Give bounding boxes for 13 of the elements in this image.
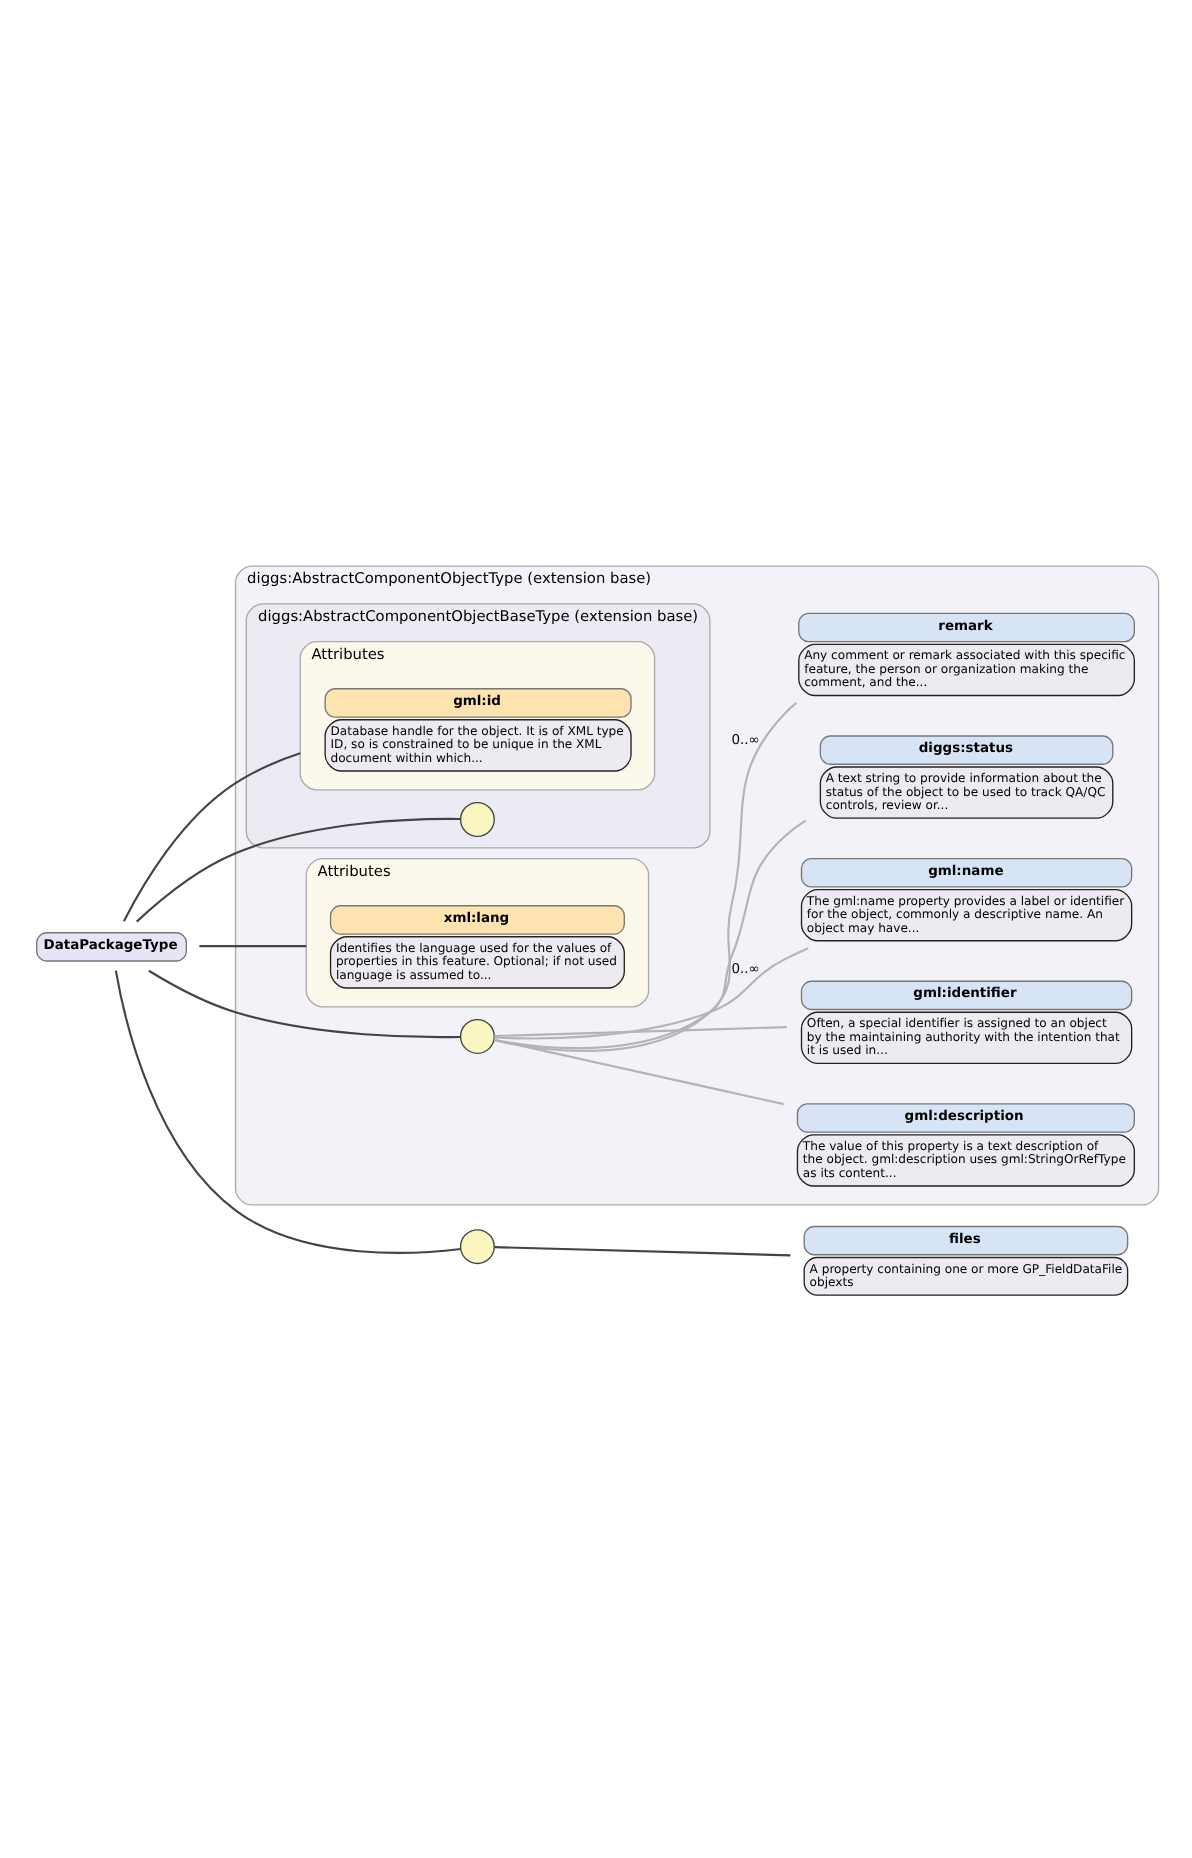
node-circle — [459, 1018, 495, 1054]
connector — [494, 1246, 791, 1257]
connector — [494, 819, 807, 1050]
connector — [122, 752, 301, 922]
connector — [493, 702, 798, 1052]
connector — [494, 947, 809, 1040]
connector — [114, 970, 461, 1254]
node-circle — [459, 802, 495, 838]
connector — [148, 969, 461, 1039]
connector — [199, 945, 307, 948]
connector — [494, 1026, 787, 1038]
node-circle — [459, 1229, 495, 1265]
connector — [136, 817, 461, 923]
